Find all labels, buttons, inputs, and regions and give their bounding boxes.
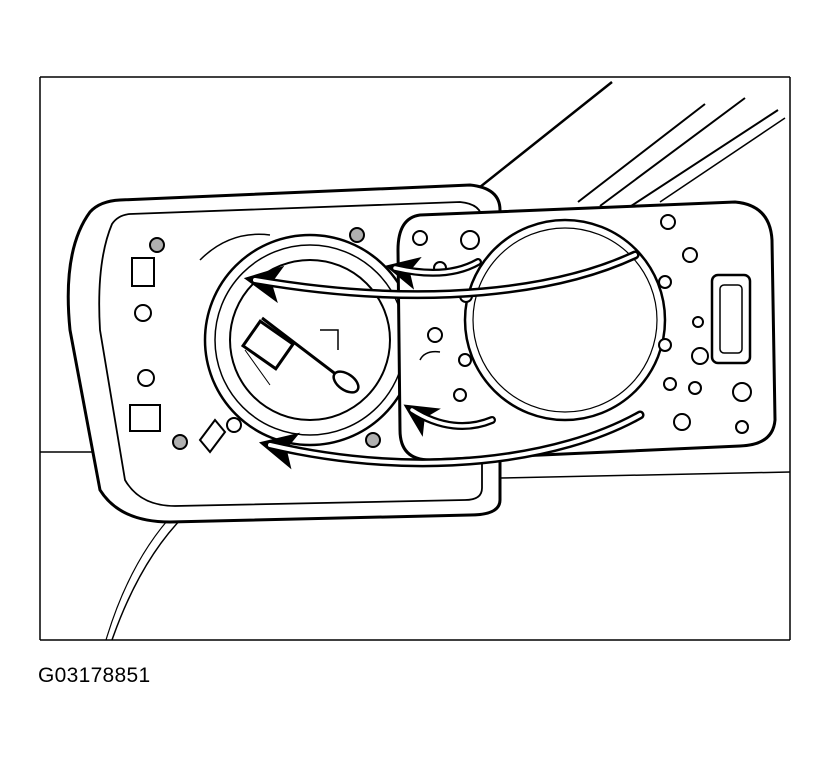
mount-hole-1 xyxy=(149,237,165,253)
trim-line-4 xyxy=(624,109,779,211)
illustration xyxy=(39,76,791,641)
left-gauge-face xyxy=(229,259,391,421)
plate-hole-6 xyxy=(458,353,472,367)
trim-line-1 xyxy=(469,81,613,196)
clip-lower-mid xyxy=(198,418,227,454)
gauge-outer-arc xyxy=(199,233,271,261)
trim-line-2 xyxy=(577,103,706,203)
plate-hole-17 xyxy=(673,413,691,431)
figure-code: G03178851 xyxy=(38,664,151,687)
dashboard-lines xyxy=(39,76,791,641)
circuit-plate xyxy=(396,200,777,462)
plate-hole-1 xyxy=(412,230,428,246)
clip-lower-left xyxy=(129,404,161,432)
mount-hole-6 xyxy=(137,369,155,387)
instrument-cluster-diagram xyxy=(39,76,791,641)
gauge-pointer-tip xyxy=(332,370,360,394)
plate-hole-15 xyxy=(688,381,702,395)
plate-hole-14 xyxy=(663,377,677,391)
housing-hardware xyxy=(129,227,381,454)
plate-hole-16 xyxy=(732,382,752,402)
trim-line-5 xyxy=(659,117,786,203)
plate-hole-13 xyxy=(691,347,709,365)
plate-hole-7 xyxy=(453,388,467,402)
trim-line-3 xyxy=(599,97,746,207)
plate-right-opening-inner xyxy=(472,227,658,413)
mount-hole-5 xyxy=(134,304,152,322)
plate-hole-18 xyxy=(735,420,749,434)
gauge-detail-1 xyxy=(320,329,339,350)
plate-hole-11 xyxy=(692,316,704,328)
plate-hole-12 xyxy=(658,338,672,352)
plate-hole-5 xyxy=(427,327,443,343)
arrow-lower-long-highlight xyxy=(268,413,642,465)
mount-hole-4 xyxy=(365,432,381,448)
gauge-detail-2 xyxy=(244,349,271,386)
plate-hole-9 xyxy=(682,247,698,263)
plate-connector-slot-inner xyxy=(719,284,743,354)
dash-curve-lower xyxy=(111,514,186,641)
plate-hole-10 xyxy=(658,275,672,289)
mount-hole-3 xyxy=(172,434,188,450)
mount-hole-2 xyxy=(349,227,365,243)
clip-upper-left xyxy=(131,257,155,287)
dash-ledge-right xyxy=(499,471,791,479)
dash-curve-lower-2 xyxy=(105,511,176,641)
mount-hole-7 xyxy=(226,417,242,433)
removal-arrows xyxy=(243,250,645,470)
arrow-upper-short-highlight xyxy=(393,260,480,275)
arrow-lower-short-highlight xyxy=(410,408,494,428)
gauge-motor-block xyxy=(240,319,296,371)
plate-hole-8 xyxy=(660,214,676,230)
plate-wire xyxy=(419,350,441,361)
left-gauge-bezel xyxy=(203,233,417,447)
arrow-upper-long-highlight xyxy=(253,253,637,297)
plate-hole-2 xyxy=(460,230,480,250)
